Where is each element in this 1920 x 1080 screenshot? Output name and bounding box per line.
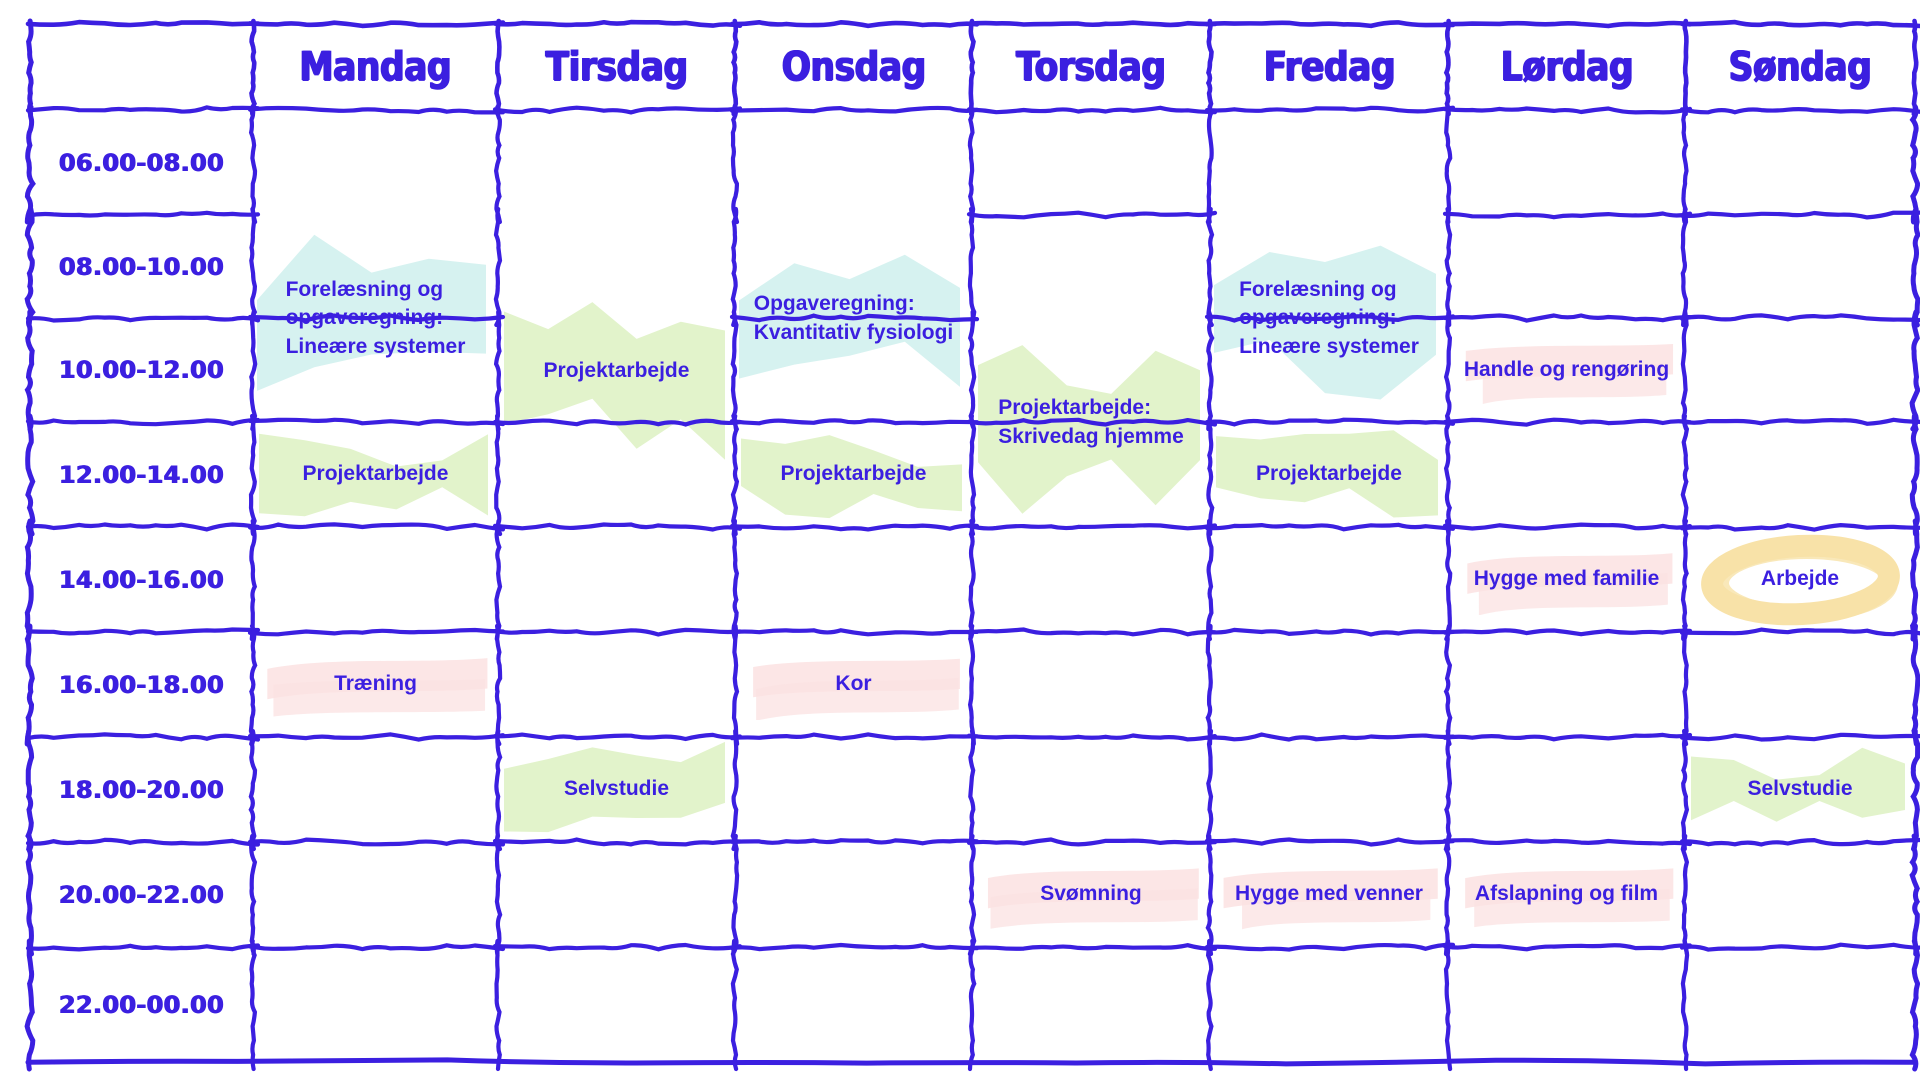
schedule-entry[interactable]: Hygge med familie: [1448, 527, 1685, 632]
time-slot-r1: 06.00-08.00: [30, 110, 253, 215]
schedule-entry-label: Projektarbejde: [780, 462, 927, 486]
schedule-entry-label: Selvstudie: [563, 777, 670, 801]
day-header-label: Fredag: [1263, 44, 1395, 90]
schedule-entry-label: Opgaveregning: Kvantitativ fysiologi: [753, 292, 954, 344]
schedule-entry-label: Afslapning og film: [1474, 882, 1659, 906]
time-slot-label: 16.00-18.00: [58, 670, 225, 699]
schedule-entry[interactable]: Selvstudie: [1685, 737, 1915, 842]
day-header-onsdag: Onsdag: [735, 24, 972, 110]
day-header-fredag: Fredag: [1210, 24, 1448, 110]
schedule-entry[interactable]: Svømning: [972, 842, 1210, 947]
schedule-entry-label: Projektarbejde: [302, 462, 449, 486]
schedule-entry[interactable]: Forelæsning og opgaveregning: Lineære sy…: [253, 215, 498, 422]
day-header-label: Mandag: [299, 44, 452, 90]
schedule-entry-label: Forelæsning og opgaveregning: Lineære sy…: [285, 278, 466, 358]
schedule-entry[interactable]: Projektarbejde: [253, 422, 498, 527]
time-slot-label: 08.00-10.00: [58, 252, 225, 281]
schedule-entry-label: Projektarbejde: Skrivedag hjemme: [998, 396, 1184, 448]
time-slot-label: 20.00-22.00: [58, 880, 225, 909]
time-slot-label: 10.00-12.00: [58, 356, 225, 384]
schedule-entry[interactable]: Projektarbejde: Skrivedag hjemme: [972, 318, 1210, 527]
day-header-torsdag: Torsdag: [972, 24, 1210, 110]
schedule-entry[interactable]: Opgaveregning: Kvantitativ fysiologi: [735, 215, 972, 422]
time-slot-r3: 10.00-12.00: [30, 318, 253, 422]
day-header-tirsdag: Tirsdag: [498, 24, 735, 110]
schedule-entry-label: Træning: [334, 672, 417, 696]
schedule-entry-label: Selvstudie: [1747, 777, 1853, 801]
schedule-entry-label: Kor: [835, 672, 872, 696]
schedule-entry[interactable]: Projektarbejde: [498, 215, 735, 527]
schedule-entry-label: Forelæsning og opgaveregning: Lineære sy…: [1239, 278, 1419, 358]
schedule-entry[interactable]: Hygge med venner: [1210, 842, 1448, 947]
schedule-entry[interactable]: Projektarbejde: [735, 422, 972, 527]
day-header-sondag: Søndag: [1685, 24, 1915, 110]
schedule-entry[interactable]: Handle og rengøring: [1448, 318, 1685, 422]
time-slot-r5: 14.00-16.00: [30, 527, 253, 632]
day-header-label: Søndag: [1728, 44, 1872, 90]
time-slot-label: 06.00-08.00: [58, 148, 225, 177]
time-slot-r4: 12.00-14.00: [30, 422, 253, 527]
day-header-mandag: Mandag: [253, 24, 498, 110]
time-slot-label: 12.00-14.00: [58, 460, 225, 489]
schedule-entry-label: Handle og rengøring: [1463, 357, 1670, 381]
time-slot-r7: 18.00-20.00: [30, 737, 253, 842]
schedule-entry-label: Projektarbejde: [1256, 462, 1402, 486]
day-header-label: Onsdag: [781, 44, 926, 90]
schedule-entry[interactable]: Træning: [253, 632, 498, 737]
schedule-entry[interactable]: Kor: [735, 632, 972, 737]
time-slot-label: 14.00-16.00: [58, 565, 225, 594]
schedule-entry-label: Hygge med venner: [1235, 882, 1423, 906]
time-slot-label: 22.00-00.00: [58, 990, 225, 1019]
time-slot-r8: 20.00-22.00: [30, 842, 253, 947]
day-header-label: Lørdag: [1500, 44, 1633, 90]
schedule-entry-label: Projektarbejde: [543, 358, 690, 382]
time-slot-r6: 16.00-18.00: [30, 632, 253, 737]
schedule-entry-label: Arbejde: [1760, 567, 1840, 591]
day-header-label: Tirsdag: [545, 44, 688, 90]
day-header-label: Torsdag: [1016, 44, 1166, 90]
time-slot-label: 18.00-20.00: [58, 775, 225, 804]
schedule-entry[interactable]: Projektarbejde: [1210, 422, 1448, 527]
schedule-entry[interactable]: Selvstudie: [498, 737, 735, 842]
day-header-lordag: Lørdag: [1448, 24, 1685, 110]
schedule-entry-label: Svømning: [1040, 882, 1142, 906]
schedule-entry[interactable]: Forelæsning og opgaveregning: Lineære sy…: [1210, 215, 1448, 422]
schedule-entry[interactable]: Arbejde: [1685, 527, 1915, 632]
schedule-entry-label: Hygge med familie: [1473, 567, 1660, 591]
time-slot-r9: 22.00-00.00: [30, 947, 253, 1062]
schedule-entry[interactable]: Afslapning og film: [1448, 842, 1685, 947]
time-slot-r2: 08.00-10.00: [30, 215, 253, 318]
